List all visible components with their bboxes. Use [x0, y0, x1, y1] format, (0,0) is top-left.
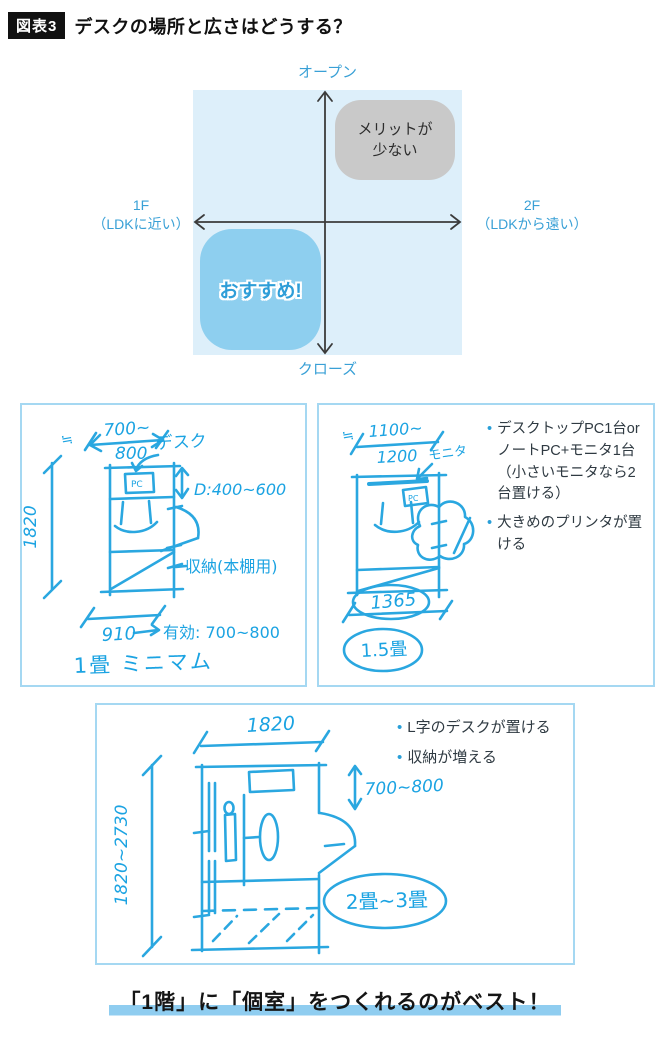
bullet-text: 大きめのプリンタが置ける: [497, 515, 643, 553]
oval-1365: [351, 583, 431, 621]
demerit-label-line2: 少ない: [372, 142, 418, 159]
axis-label-1f: 1F （LDKに近い）: [90, 196, 192, 234]
caption-1-tatami: 1畳 ミニマム: [73, 649, 213, 678]
axis-label-1f-line2: （LDKに近い）: [92, 215, 190, 232]
recommend-label: おすすめ!: [219, 281, 302, 302]
dim-height-1820-2730: 1820~2730: [112, 805, 132, 906]
pc-label-1: PC: [131, 480, 143, 490]
figure-number-badge: 図表3: [8, 12, 66, 39]
bullet-dot-icon: •: [487, 421, 493, 437]
dim-floor-910: 910: [101, 623, 136, 646]
axis-label-2f: 2F （LDKから遠い）: [466, 196, 598, 234]
demerit-box: メリットが 少ない: [335, 100, 455, 180]
page-title: デスクの場所と広さはどうする？: [74, 16, 352, 37]
dim-desk-700-800: 700~800: [364, 776, 444, 800]
dim-width-1200: 1200: [376, 446, 418, 467]
monitor-label: モニタ: [427, 444, 468, 464]
desk-label: デスク: [155, 430, 207, 454]
conclusion-text: 「1階」に「個室」をつくれるのがベスト！: [109, 991, 561, 1016]
axis-label-2f-line2: （LDKから遠い）: [476, 215, 588, 232]
caption-1-5-tatami: 1.5畳: [360, 639, 408, 662]
axis-label-close: クローズ: [297, 361, 358, 378]
bullet-dot-icon: •: [397, 719, 403, 736]
bullet-text: 収納が増える: [407, 748, 497, 766]
bullet-text: デスクトップPC1台or ノートPC+モニタ1台（小さいモニタなら2台置ける）: [497, 421, 640, 503]
oval-2-3-tatami: [322, 872, 448, 930]
room-outline-2: [346, 471, 475, 599]
dimension-arrows-3: [141, 729, 363, 958]
dim-width-700: 700~: [103, 418, 151, 441]
quadrant-chart: メリットが 少ない おすすめ!: [193, 90, 462, 355]
dim-width-800: 800: [115, 444, 147, 464]
effective-width-label: 有効: 700~800: [163, 623, 280, 642]
recommend-box: おすすめ!: [200, 229, 321, 350]
bullet-text: L字のデスクが置ける: [407, 719, 551, 736]
figure-header: 図表3 デスクの場所と広さはどうする？: [8, 12, 352, 39]
axis-label-open: オープン: [297, 64, 358, 81]
approx-mark-2: ≒: [341, 427, 355, 445]
axes-arrows-icon: [193, 90, 462, 355]
list-item: • 大きめのプリンタが置ける: [487, 513, 649, 557]
oval-1-5-tatami: [342, 627, 424, 673]
axis-label-2f-line1: 2F: [523, 197, 541, 213]
axis-label-1f-line1: 1F: [132, 197, 150, 213]
panel-1-5-tatami: ≒ 1100~ 1200 モニタ PC 1365 1.5畳 • デスクトップPC…: [317, 403, 655, 687]
demerit-label-line1: メリットが: [357, 121, 433, 138]
conclusion-banner: 「1階」に「個室」をつくれるのがベスト！: [0, 986, 670, 1016]
panel-1-tatami: ≒ 700~ 800 デスク D:400~600 1820 PC 収納(本棚用)…: [20, 403, 307, 687]
list-item: • 収納が増える: [397, 747, 571, 770]
sketch-1-tatami: ≒ 700~ 800 デスク D:400~600 1820 PC 収納(本棚用)…: [22, 418, 286, 678]
sketch-2-3-tatami: 1820 1820~2730 700~800 2畳~3畳: [112, 712, 448, 958]
sketch-1-5-tatami: ≒ 1100~ 1200 モニタ PC 1365 1.5畳: [341, 418, 475, 673]
bullet-dot-icon: •: [487, 515, 493, 531]
dim-width-1100: 1100~: [368, 418, 423, 441]
axis-lines: [193, 90, 462, 355]
dim-floor-1365: 1365: [370, 589, 417, 614]
dimension-arrows-1: [42, 429, 190, 637]
room-outline-3: [190, 761, 357, 955]
list-item: • L字のデスクが置ける: [397, 717, 571, 740]
pc-label-2: PC: [408, 494, 419, 503]
caption-2-3-tatami: 2畳~3畳: [345, 887, 428, 914]
storage-label: 収納(本棚用): [185, 557, 278, 576]
list-item: • デスクトップPC1台or ノートPC+モニタ1台（小さいモニタなら2台置ける…: [487, 419, 649, 506]
bullet-list-mid: • デスクトップPC1台or ノートPC+モニタ1台（小さいモニタなら2台置ける…: [487, 419, 649, 564]
dim-height-1820: 1820: [22, 505, 41, 548]
bullet-dot-icon: •: [397, 748, 403, 766]
room-outline-1: [99, 461, 200, 599]
approx-mark-1: ≒: [60, 431, 74, 449]
bullet-list-large: • L字のデスクが置ける • 収納が増える: [397, 717, 571, 776]
panel-2-3-tatami: 1820 1820~2730 700~800 2畳~3畳 • L字のデスクが置け…: [95, 703, 575, 965]
dim-depth-label: D:400~600: [194, 480, 286, 499]
dim-width-1820: 1820: [246, 712, 295, 737]
